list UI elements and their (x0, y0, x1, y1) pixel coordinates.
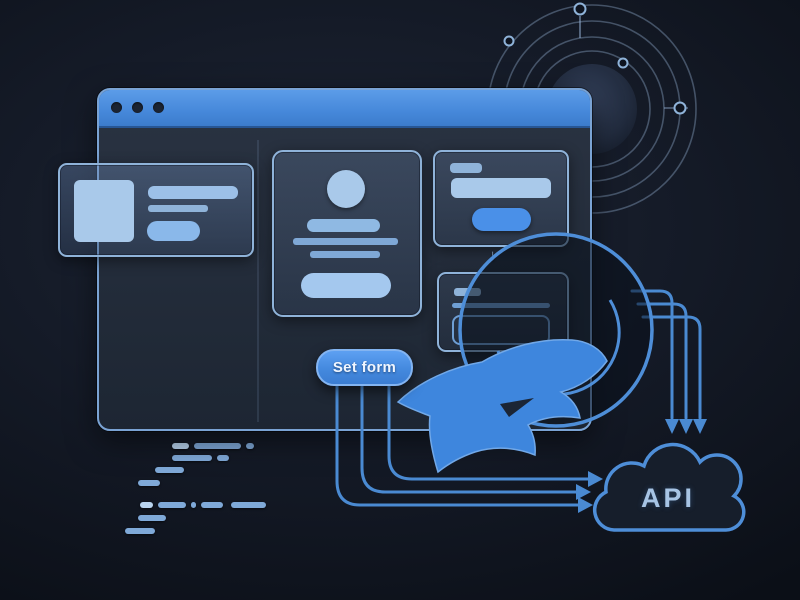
window-control-icon[interactable] (111, 102, 122, 113)
field-underline (452, 303, 550, 308)
form-field-card-bottom (437, 272, 569, 352)
input-outline[interactable] (452, 315, 550, 345)
window-control-icon[interactable] (132, 102, 143, 113)
code-line-segment (194, 443, 241, 449)
text-line (148, 205, 208, 212)
field-action-button[interactable] (472, 208, 531, 231)
code-line-segment (172, 455, 212, 461)
code-line-segment (191, 502, 196, 508)
code-line-segment (201, 502, 223, 508)
code-line-segment (155, 467, 184, 473)
window-control-icon[interactable] (153, 102, 164, 113)
text-line (310, 251, 380, 258)
avatar (327, 170, 365, 208)
code-line-segment (172, 443, 189, 449)
code-line-segment (217, 455, 229, 461)
code-line-segment (125, 528, 155, 534)
input-placeholder[interactable] (451, 178, 551, 198)
code-line-segment (138, 515, 166, 521)
code-line-segment (138, 480, 160, 486)
orbit-node-icon (503, 2, 687, 115)
api-label: API (640, 483, 695, 513)
text-bar (148, 186, 238, 199)
profile-form-card (272, 150, 422, 317)
set-form-button[interactable]: Set form (316, 349, 413, 386)
field-label-bar (450, 163, 482, 173)
thumbnail-placeholder (74, 180, 134, 242)
code-line-segment (140, 502, 153, 508)
field-label-bar (454, 288, 481, 296)
submit-placeholder-button[interactable] (301, 273, 391, 298)
media-list-card (58, 163, 254, 257)
code-line-segment (158, 502, 186, 508)
text-line (293, 238, 398, 245)
action-pill[interactable] (147, 221, 200, 241)
browser-titlebar (99, 90, 590, 128)
down-arrow-icon: ↓ (489, 247, 497, 264)
content-divider (257, 140, 259, 422)
code-line-segment (231, 502, 266, 508)
form-field-card-top (433, 150, 569, 247)
code-line-segment (246, 443, 254, 449)
name-bar (307, 219, 380, 232)
